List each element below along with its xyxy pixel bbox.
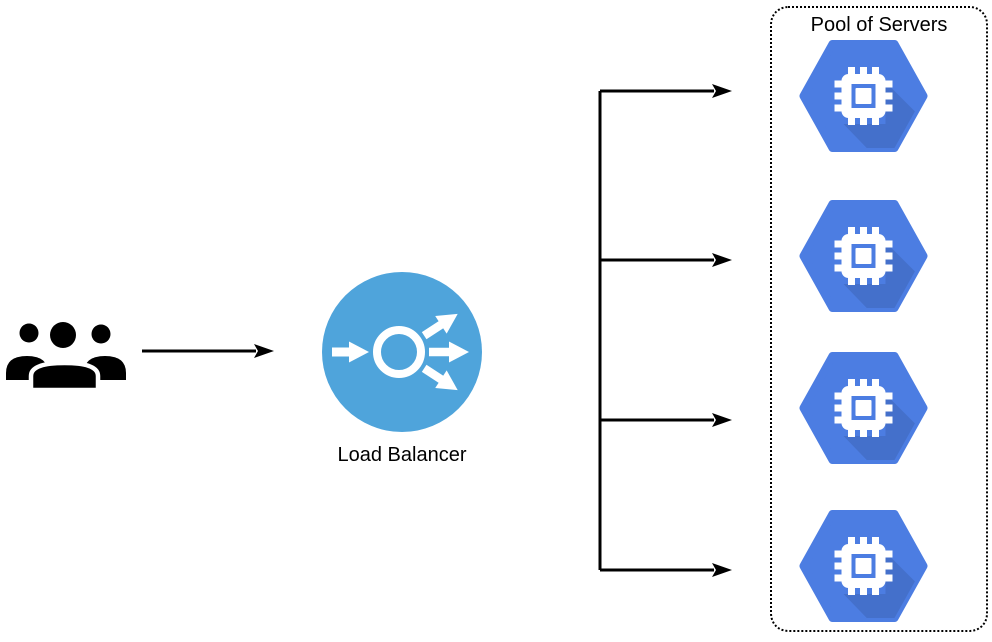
load-balancer-label: Load Balancer <box>337 444 467 466</box>
load-distribution-icon <box>332 313 469 391</box>
server-node-4[interactable] <box>799 510 928 622</box>
arrow-to-server-2 <box>600 253 732 267</box>
users-node[interactable] <box>6 316 126 393</box>
server-node-2[interactable] <box>799 200 928 312</box>
load-balancer-circle[interactable] <box>322 272 482 432</box>
chip-glyph <box>834 537 893 595</box>
compute-engine-chip-icon <box>799 40 928 152</box>
compute-engine-chip-icon <box>799 352 928 464</box>
chip-glyph <box>834 379 893 437</box>
pool-title: Pool of Servers <box>810 14 948 36</box>
arrow-users-to-load-balancer <box>142 344 274 358</box>
server-node-1[interactable] <box>799 40 928 152</box>
compute-engine-chip-icon <box>799 200 928 312</box>
server-node-3[interactable] <box>799 352 928 464</box>
arrow-to-server-3 <box>600 413 732 427</box>
chip-glyph <box>834 227 893 285</box>
arrow-to-server-4 <box>600 563 732 577</box>
compute-engine-chip-icon <box>799 510 928 622</box>
arrow-to-server-1 <box>600 84 732 98</box>
users-group-icon <box>6 322 126 393</box>
chip-glyph <box>834 67 893 125</box>
pool-of-servers-box[interactable]: Pool of Servers <box>770 6 988 632</box>
